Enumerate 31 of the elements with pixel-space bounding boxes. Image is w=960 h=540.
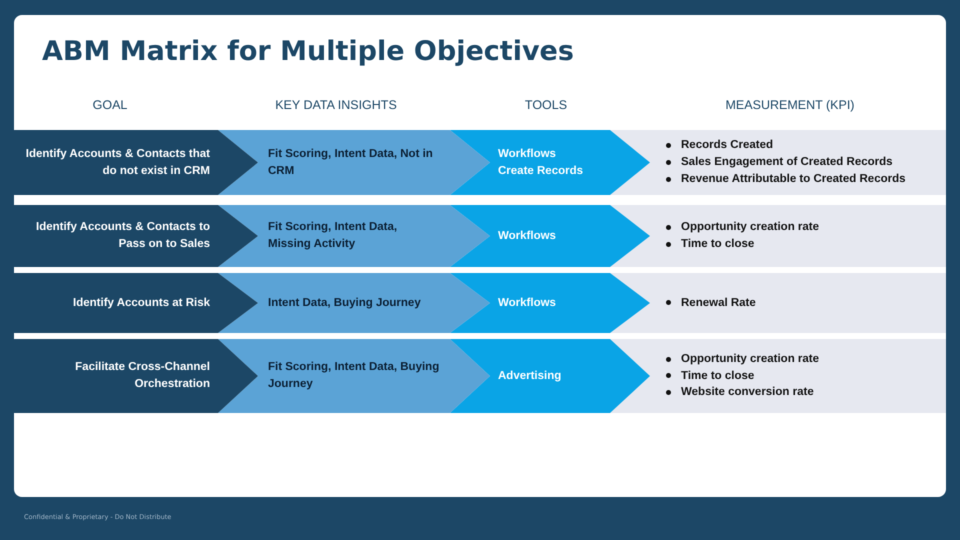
insight-text: Fit Scoring, Intent Data, Not in CRM xyxy=(268,146,434,178)
kpi-item: Opportunity creation rate xyxy=(681,352,820,367)
kpi-item: Time to close xyxy=(681,368,754,384)
kpi-band xyxy=(610,339,946,413)
column-header: GOAL xyxy=(92,98,128,112)
tool-text: Workflows xyxy=(498,146,557,162)
kpi-item: Website conversion rate xyxy=(681,385,814,400)
goal-text: Identify Accounts at Risk xyxy=(72,296,210,311)
column-header: KEY DATA INSIGHTS xyxy=(274,98,398,112)
kpi-band xyxy=(610,205,946,267)
kpi-item: Sales Engagement of Created Records xyxy=(681,155,893,170)
tool-text: Workflows xyxy=(498,296,557,311)
goal-text: Identify Accounts & Contacts to Pass on to Sales xyxy=(35,220,210,252)
slide-title: ABM Matrix for Multiple Objectives xyxy=(42,36,574,67)
goal-text: Facilitate Cross-Channel Orchestration xyxy=(74,360,210,392)
tool-text: Advertising xyxy=(498,368,562,384)
insight-text: Fit Scoring, Intent Data, Buying Journey xyxy=(268,360,440,392)
insight-text: Fit Scoring, Intent Data, Missing Activity xyxy=(268,220,398,252)
kpi-band xyxy=(610,273,946,333)
kpi-item: Renewal Rate xyxy=(681,296,756,311)
kpi-item: Revenue Attributable to Created Records xyxy=(681,172,906,187)
kpi-item: Records Created xyxy=(681,138,774,154)
kpi-band xyxy=(610,130,946,195)
column-header: MEASUREMENT (KPI) xyxy=(724,98,856,112)
tool-text: Workflows xyxy=(498,228,557,244)
goal-text: Identify Accounts & Contacts that do not exist in CRM xyxy=(24,146,210,178)
column-header: TOOLS xyxy=(524,98,568,112)
tool-text: Create Records xyxy=(498,164,584,178)
kpi-item: Time to close xyxy=(681,237,754,252)
kpi-item: Opportunity creation rate xyxy=(681,220,820,236)
insight-text: Intent Data, Buying Journey xyxy=(268,296,422,311)
